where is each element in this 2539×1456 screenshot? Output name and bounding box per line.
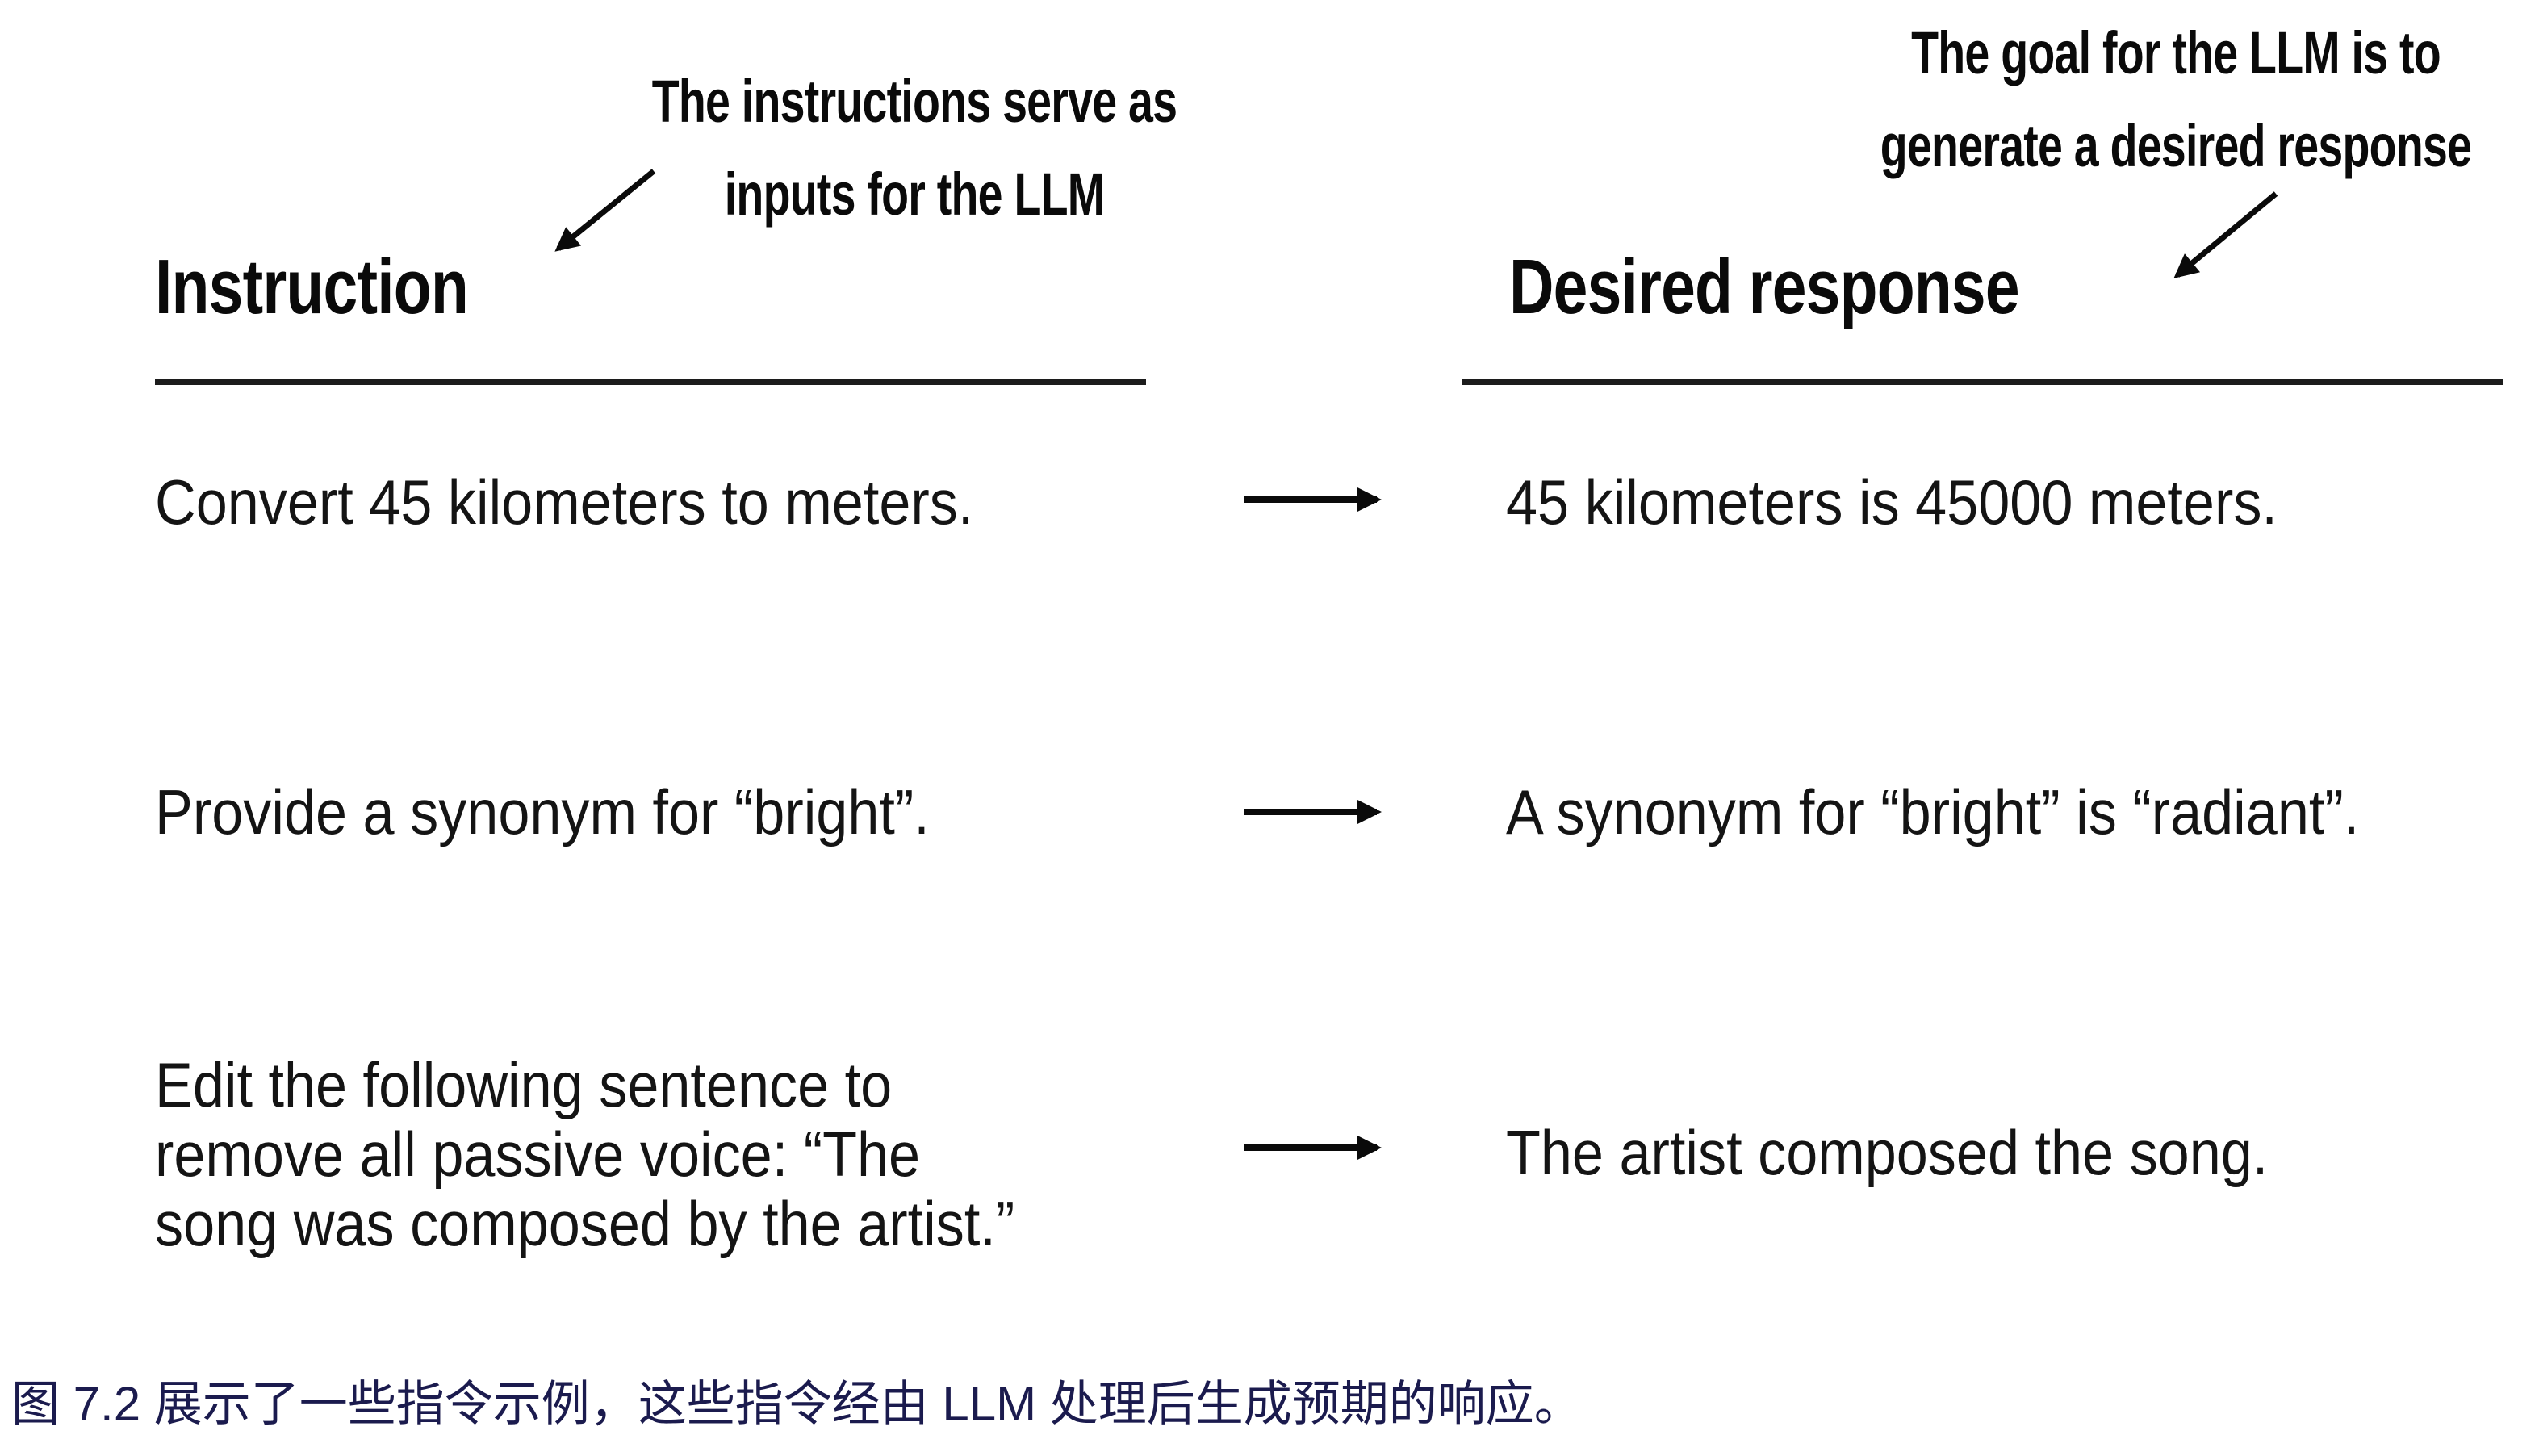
column-header-desired-response: Desired response xyxy=(1509,244,2020,330)
response-cell-3: The artist composed the song. xyxy=(1506,1117,2269,1188)
header-rule-right xyxy=(1462,379,2503,385)
response-cell-2: A synonym for “bright” is “radiant”. xyxy=(1506,776,2360,847)
annotation-instructions-inputs: The instructions serve as inputs for the… xyxy=(651,68,1177,228)
annotation-arrow-right-icon xyxy=(2173,191,2278,278)
response-cell-1: 45 kilometers is 45000 meters. xyxy=(1506,467,2278,538)
column-header-instruction: Instruction xyxy=(155,244,469,330)
annotation-goal-response: The goal for the LLM is to generate a de… xyxy=(1880,19,2472,179)
instruction-cell-2: Provide a synonym for “bright”. xyxy=(155,776,930,847)
figure-caption: 图 7.2 展示了一些指令示例，这些指令经由 LLM 处理后生成预期的响应。 xyxy=(11,1377,1583,1431)
annotation-arrow-left-icon xyxy=(554,169,656,252)
instruction-cell-3: Edit the following sentence to remove al… xyxy=(155,1049,1015,1259)
header-rule-left xyxy=(155,379,1146,385)
instruction-cell-1: Convert 45 kilometers to meters. xyxy=(155,467,974,538)
